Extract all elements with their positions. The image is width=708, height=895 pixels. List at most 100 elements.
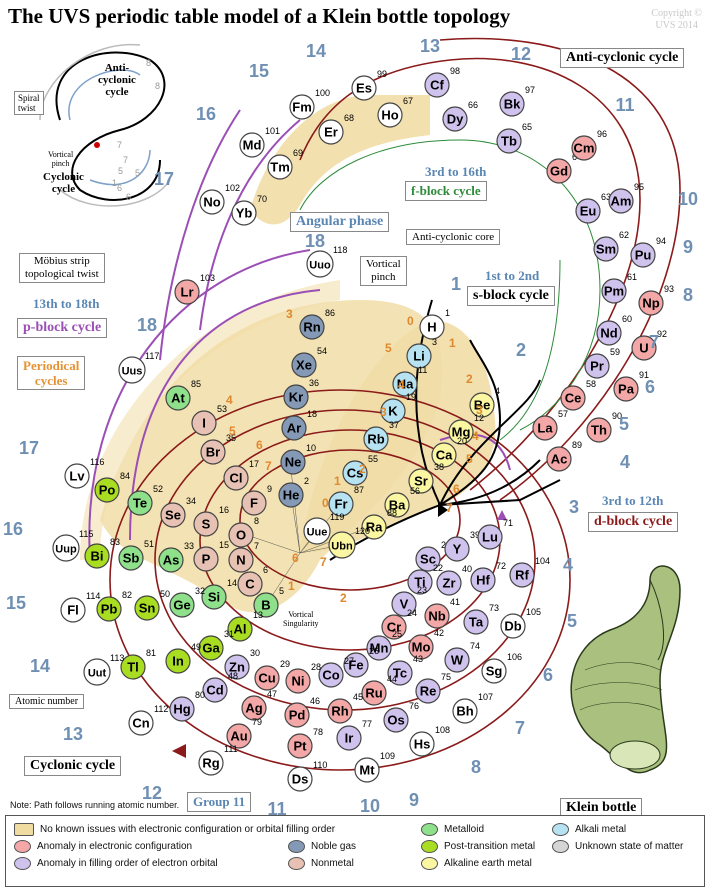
element-circle (343, 652, 369, 678)
atomic-number: 70 (257, 194, 267, 204)
element-symbol: Pb (101, 602, 118, 617)
atomic-number: 13 (253, 610, 263, 620)
legend-item: Alkali metal (552, 823, 626, 836)
element-symbol: Lr (181, 285, 194, 300)
element-symbol: Kr (289, 390, 303, 405)
legend-label: Nonmetal (311, 858, 354, 869)
group-number: 17 (19, 438, 39, 458)
element-symbol: K (388, 404, 398, 419)
element-circle (280, 449, 306, 475)
element-symbol: Po (99, 483, 116, 498)
element-symbol: P (202, 552, 211, 567)
element-circle (237, 571, 263, 597)
element-circle (408, 468, 434, 494)
atomic-number: 67 (403, 96, 413, 106)
atomic-number: 113 (110, 653, 124, 663)
element-circle (391, 591, 417, 617)
element-circle (448, 419, 474, 445)
period-number: 0 (407, 314, 414, 328)
element-symbol: Ti (414, 575, 425, 590)
inset-vortical-line-2: pinch (51, 159, 70, 168)
klein-bottle-label: Klein bottle (560, 798, 643, 818)
element-circle (499, 91, 525, 117)
element-circle (470, 567, 496, 593)
period-number: 7 (320, 555, 327, 569)
element-circle (134, 595, 160, 621)
element-circle (169, 592, 195, 618)
element-circle (586, 417, 612, 443)
atomic-number: 28 (311, 662, 321, 672)
element-symbol: F (250, 496, 258, 511)
element-symbol: Ag (245, 701, 262, 716)
f-block-range-label: 3rd to 16th (425, 164, 487, 179)
path-note: Note: Path follows running atomic number… (10, 800, 180, 810)
element-circle (287, 733, 313, 759)
element-symbol: Pu (635, 248, 652, 263)
inset-anti-line-3: cycle (105, 86, 129, 98)
element-symbol: Au (230, 729, 247, 744)
legend-item: Post-transition metal (421, 840, 535, 853)
group-number: 4 (620, 452, 630, 472)
element-circle (415, 678, 441, 704)
atomic-number: 94 (656, 236, 666, 246)
period-number: 3 (286, 307, 293, 321)
copyright: Copyright © UVS 2014 (651, 8, 702, 32)
element-circle (409, 731, 435, 757)
group-number: 5 (619, 414, 629, 434)
atomic-number: 25 (392, 629, 402, 639)
atomic-number: 107 (478, 692, 493, 702)
group-number: 9 (409, 790, 419, 810)
element-u: U92 (631, 329, 667, 361)
element-circle (424, 603, 450, 629)
atomic-number: 31 (224, 629, 234, 639)
element-symbol: Mg (452, 425, 471, 440)
atomic-number: 46 (310, 696, 320, 706)
atomic-number: 44 (387, 674, 397, 684)
element-circle (469, 392, 495, 418)
period-number: 4 (226, 393, 233, 407)
atomic-number: 68 (344, 113, 354, 123)
element-o: O8 (228, 516, 259, 548)
group-number: 9 (683, 237, 693, 257)
element-symbol: Tc (393, 666, 407, 681)
direction-arrows (172, 503, 507, 758)
element-circle (118, 356, 146, 384)
element-circle (226, 723, 252, 749)
atomic-number: 80 (195, 690, 205, 700)
period-number: 6 (453, 482, 460, 496)
atomic-number: 2 (304, 476, 309, 486)
element-symbol: Zn (229, 660, 245, 675)
atomic-number: 55 (368, 454, 378, 464)
atomic-number: 86 (325, 308, 335, 318)
p-block-cycle-label: p-block cycle (17, 318, 108, 338)
element-f: F9 (241, 484, 272, 516)
legend-swatch (288, 840, 305, 853)
atomic-number: 61 (627, 272, 637, 282)
element-circle (174, 279, 200, 305)
element-y: Y39 (444, 530, 480, 562)
element-circle (354, 757, 380, 783)
element-symbol: Tm (270, 160, 290, 175)
atomic-number: 111 (224, 744, 238, 754)
atomic-number: 71 (503, 518, 513, 528)
inset-cyclonic-line-2: cycle (51, 183, 76, 195)
inset-spiral-line-1: Spiral (18, 93, 40, 103)
